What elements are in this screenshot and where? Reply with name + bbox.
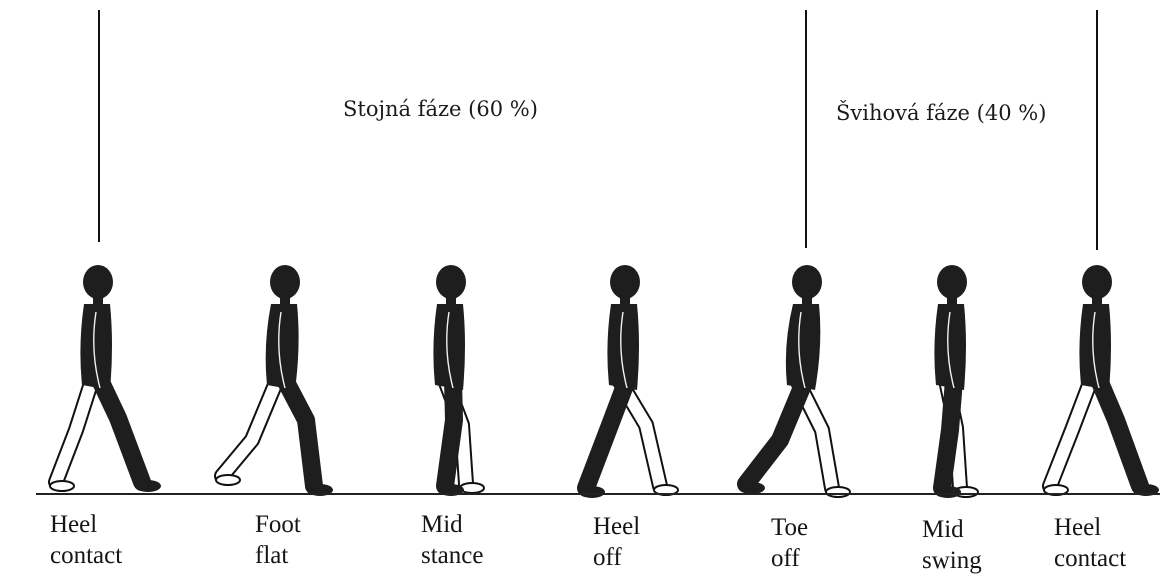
figure-heel-contact bbox=[50, 265, 161, 492]
event-label-line1: Heel bbox=[1054, 512, 1126, 543]
event-label-line2: swing bbox=[922, 545, 982, 576]
event-label-line1: Mid bbox=[421, 509, 483, 540]
ground-line bbox=[36, 493, 1160, 495]
figure-heel-contact-end bbox=[1044, 265, 1159, 496]
figure-mid-swing bbox=[934, 265, 978, 498]
event-label-line1: Heel bbox=[593, 511, 640, 542]
event-label-line1: Foot bbox=[255, 509, 301, 540]
walking-figures bbox=[0, 0, 1166, 500]
event-label-mid-stance: Mid stance bbox=[421, 509, 483, 571]
event-label-line2: off bbox=[771, 543, 808, 574]
event-label-line2: flat bbox=[255, 540, 301, 571]
event-label-heel-contact-end: Heel contact bbox=[1054, 512, 1126, 574]
figure-foot-flat bbox=[216, 265, 333, 496]
figure-heel-off bbox=[579, 265, 678, 498]
event-label-line2: stance bbox=[421, 540, 483, 571]
event-label-mid-swing: Mid swing bbox=[922, 514, 982, 576]
event-label-toe-off: Toe off bbox=[771, 512, 808, 574]
figure-toe-off bbox=[739, 265, 850, 497]
event-label-heel-contact: Heel contact bbox=[50, 509, 122, 571]
event-label-line2: off bbox=[593, 542, 640, 573]
figure-mid-stance bbox=[433, 265, 484, 496]
event-label-line1: Toe bbox=[771, 512, 808, 543]
event-label-foot-flat: Foot flat bbox=[255, 509, 301, 571]
event-label-line1: Heel bbox=[50, 509, 122, 540]
event-label-line2: contact bbox=[50, 540, 122, 571]
event-label-line2: contact bbox=[1054, 543, 1126, 574]
event-label-line1: Mid bbox=[922, 514, 982, 545]
event-label-heel-off: Heel off bbox=[593, 511, 640, 573]
